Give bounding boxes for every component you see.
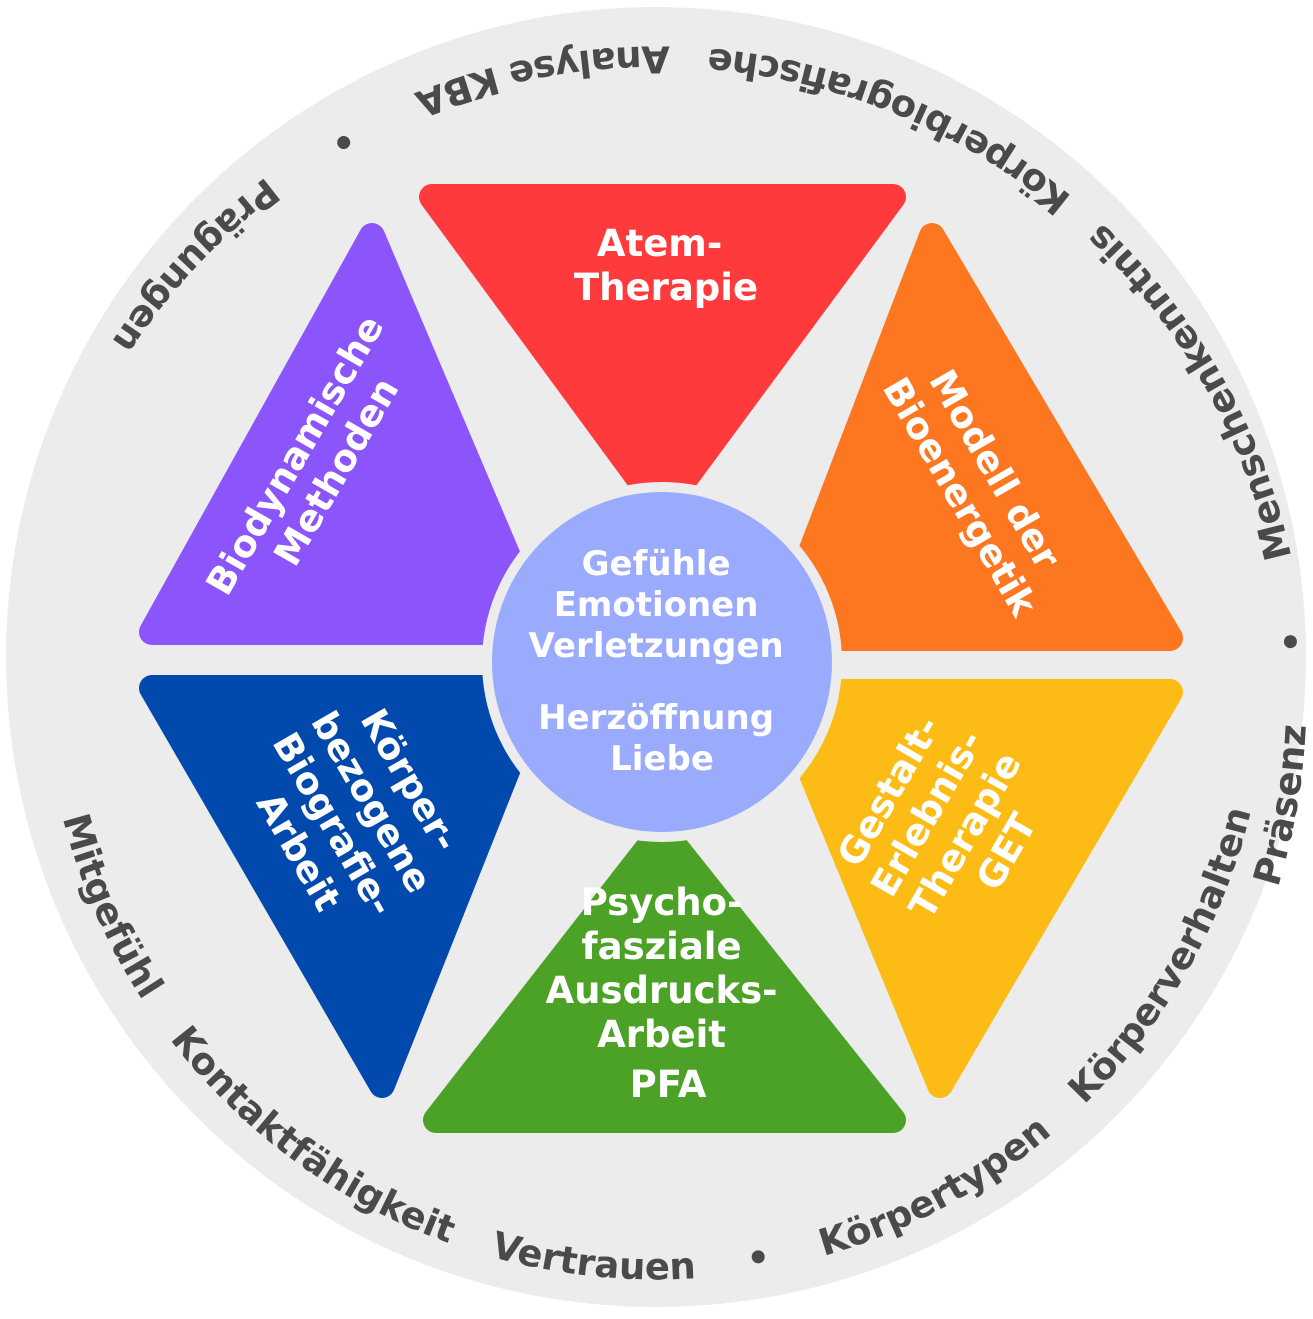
atem-label: Atem- Therapie [574, 222, 758, 309]
center-circle-fill [492, 492, 832, 832]
segment-atem-therapie [419, 184, 906, 523]
pfa-label: Psycho- fasziale Ausdrucks- Arbeit PFA [546, 881, 791, 1106]
segment-modell-der-bioenergetik [765, 223, 1183, 651]
segment-gestalt-erlebnis-therapie [765, 679, 1183, 1098]
ring-bullet: • [1269, 628, 1313, 655]
segment-psycho-fasziale-ausdrucks-arbeit [423, 817, 906, 1133]
ring-word-charakterstrukturen: Charakterstrukturen [0, 0, 14, 9]
segment-koerperbezogene-biografie-arbeit [139, 675, 553, 1098]
center-label: Gefühle Emotionen Verletzungen Herzöffnu… [529, 544, 796, 779]
segment-biodynamische-methoden [139, 223, 553, 645]
